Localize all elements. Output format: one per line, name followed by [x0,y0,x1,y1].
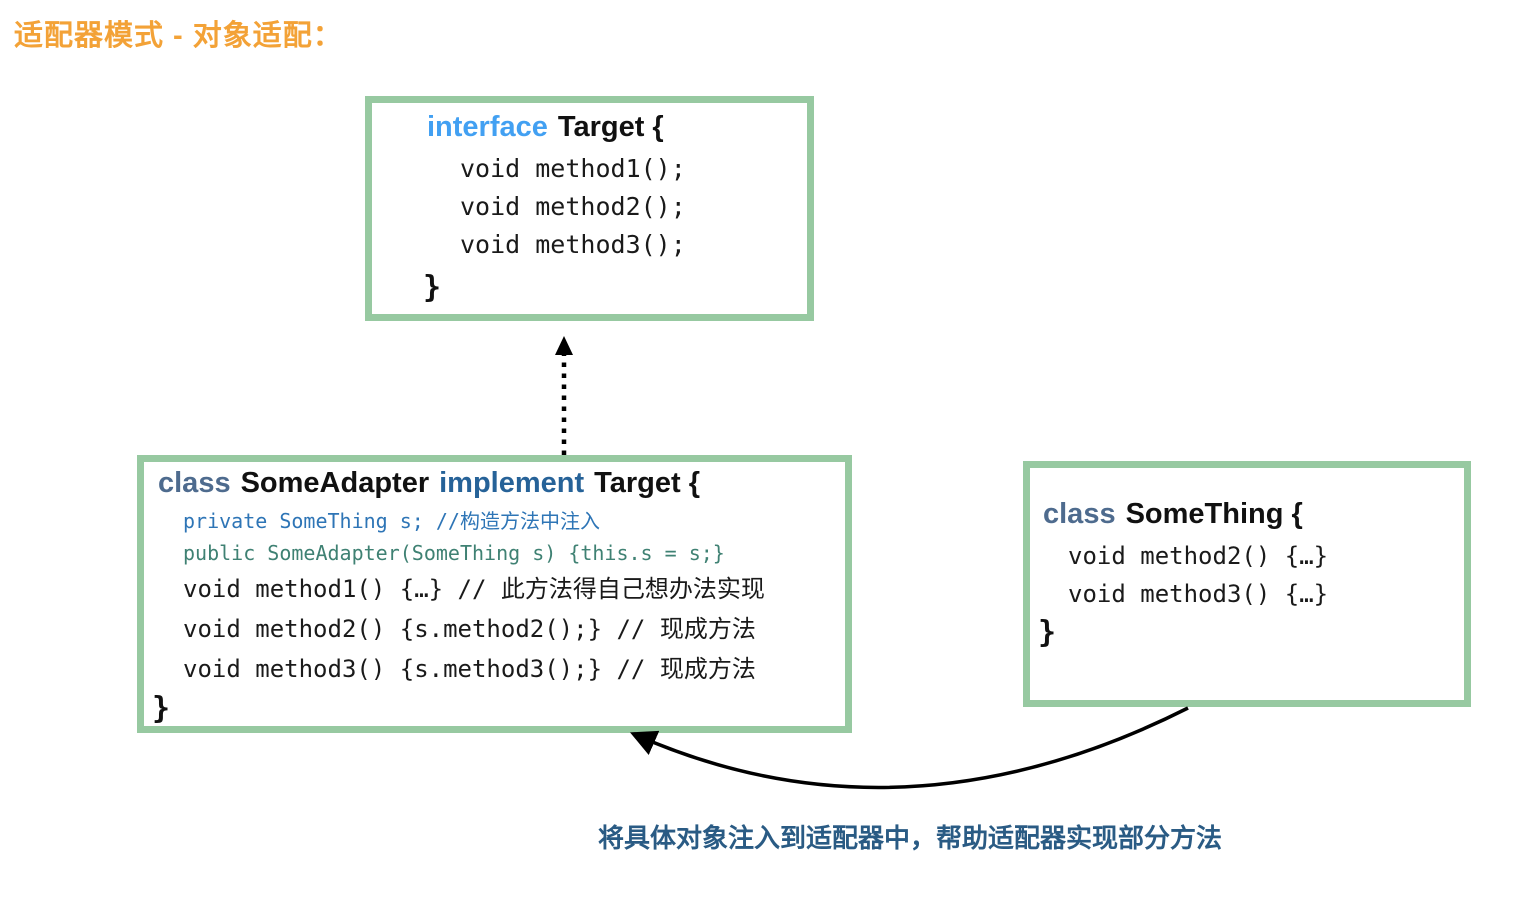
something-class-name: SomeThing { [1125,498,1303,530]
diagram-title: 适配器模式 - 对象适配： [14,20,343,52]
some-thing-class-box: class SomeThing { void method2() {…} void… [1023,461,1471,707]
target-method-line: void method2(); [460,192,686,221]
something-box-header: class SomeThing { [1043,498,1464,531]
adapter-class-name: SomeAdapter [240,467,430,499]
adapter-target-name: Target { [594,467,700,499]
something-method-line: void method3() {…} [1068,580,1329,608]
target-box-header: interface Target { [427,111,807,144]
target-close-brace: } [423,270,442,305]
adapter-close-brace: } [152,691,171,726]
implement-keyword: implement [439,467,585,499]
something-close-brace: } [1038,615,1057,650]
adapter-method-line: void method3() {s.method3();} // 现成方法 [183,655,756,683]
up-arrowhead-icon [555,336,573,355]
adapter-box-header: class SomeAdapter implement Target { [158,467,845,500]
adapter-constructor-line: public SomeAdapter(SomeThing s) {this.s … [183,541,725,565]
something-method-line: void method2() {…} [1068,542,1329,570]
adapter-method-line: void method2() {s.method2();} // 现成方法 [183,615,756,643]
adapter-field-line: private SomeThing s; //构造方法中注入 [183,509,600,533]
class-keyword: class [1043,498,1116,530]
realization-dashed-arrow [555,336,573,455]
target-method-line: void method3(); [460,230,686,259]
injection-caption: 将具体对象注入到适配器中，帮助适配器实现部分方法 [597,823,1222,853]
target-name: Target { [557,111,664,143]
target-method-line: void method1(); [460,154,686,183]
class-keyword: class [158,467,231,499]
some-adapter-class-box: class SomeAdapter implement Target { privat… [137,455,852,733]
adapter-method-line: void method1() {…} // 此方法得自己想办法实现 [183,575,765,603]
interface-keyword: interface [427,111,548,143]
target-interface-box: interface Target { void method1(); void m… [365,96,814,321]
